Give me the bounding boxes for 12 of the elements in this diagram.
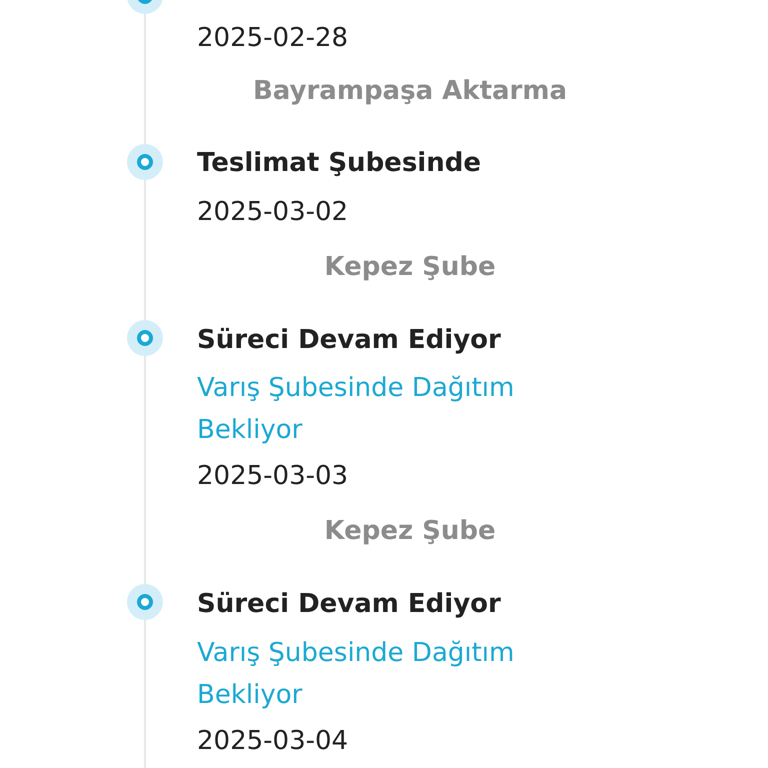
status-detail: Varış Şubesinde Dağıtım Bekliyor bbox=[197, 372, 516, 447]
status-title: Süreci Devam Ediyor bbox=[197, 588, 501, 621]
status-title: Teslimat Şubesinde bbox=[197, 147, 481, 180]
status-title: Süreci Devam Ediyor bbox=[197, 324, 501, 357]
date-text: 2025-03-03 bbox=[197, 460, 348, 493]
status-detail: Varış Şubesinde Dağıtım Bekliyor bbox=[197, 637, 516, 712]
date-text: 2025-03-02 bbox=[197, 196, 348, 229]
location-text: Kepez Şube bbox=[324, 515, 496, 548]
location-text: Bayrampaşa Aktarma bbox=[252, 75, 568, 108]
date-text: 2025-02-28 bbox=[197, 22, 348, 55]
location-text: Kepez Şube bbox=[324, 251, 496, 284]
date-text: 2025-03-04 bbox=[197, 725, 348, 758]
